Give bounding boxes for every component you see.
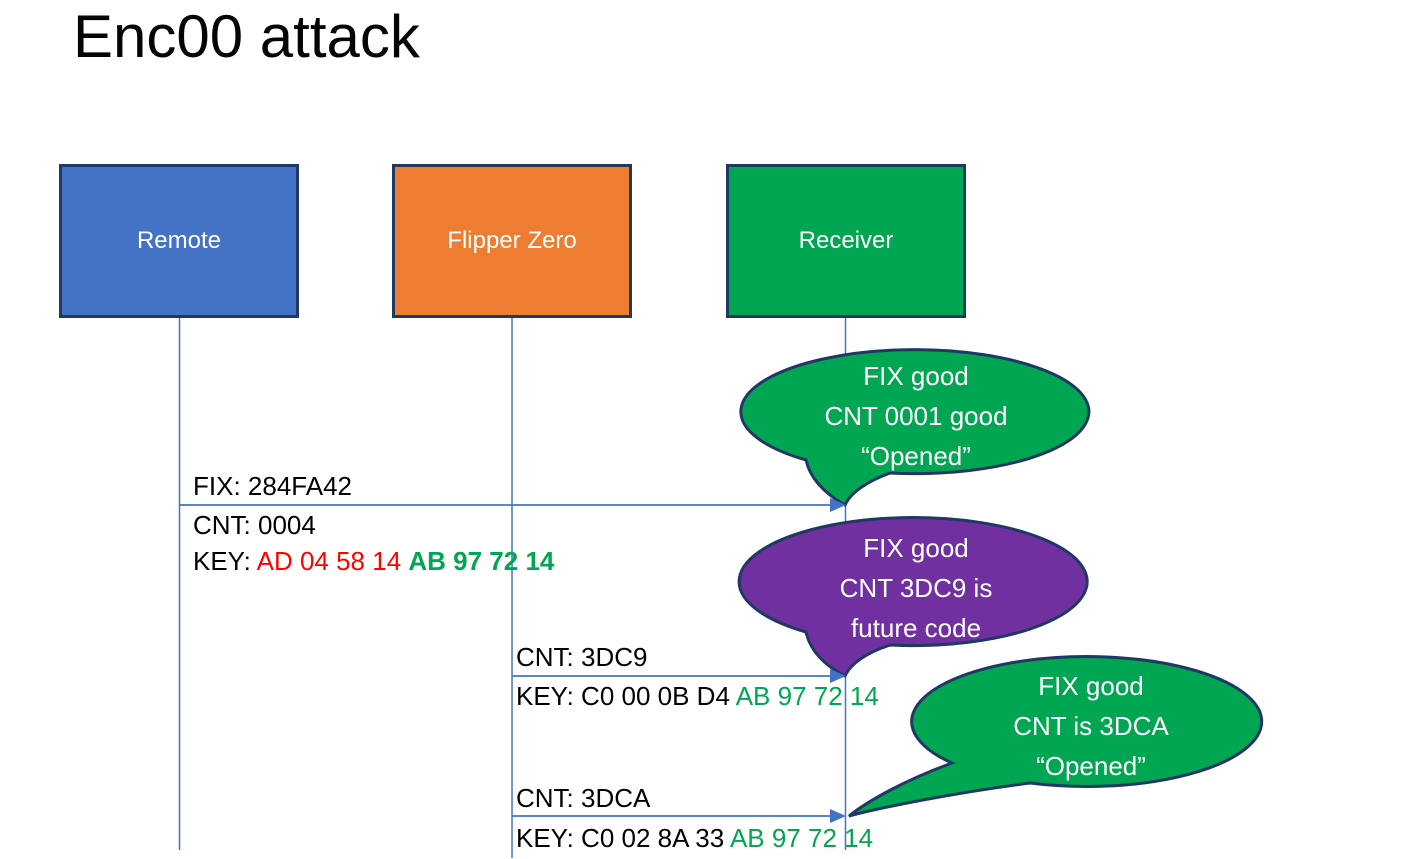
message-arrow-3-head — [830, 809, 846, 823]
message-1-fix: FIX: 284FA42 — [193, 471, 352, 501]
message-3-cnt: CNT: 3DCA — [516, 783, 651, 813]
actor-label-flipper-zero: Flipper Zero — [447, 227, 577, 254]
message-3-key-green-bytes: AB 97 72 14 — [729, 823, 874, 853]
message-2-cnt: CNT: 3DC9 — [516, 642, 648, 672]
callout-3-line-3: “Opened” — [1036, 751, 1146, 781]
message-2-key: KEY: C0 00 0B D4 AB 97 72 14 — [516, 680, 879, 712]
actor-box-remote: Remote — [59, 164, 299, 318]
actor-box-receiver: Receiver — [726, 164, 966, 318]
callout-2-text: FIX good CNT 3DC9 is future code — [746, 528, 1086, 648]
actor-label-remote: Remote — [136, 227, 222, 254]
callout-3-line-1: FIX good — [1038, 671, 1144, 701]
message-3-key: KEY: C0 02 8A 33 AB 97 72 14 — [516, 822, 873, 854]
message-1-key: KEY: AD 04 58 14 AB 97 72 14 — [193, 545, 554, 577]
callout-1-line-2: CNT 0001 good — [824, 401, 1008, 431]
message-3-key-label: KEY: — [516, 823, 582, 853]
message-1-cnt: CNT: 0004 — [193, 510, 316, 540]
message-2-key-green-bytes: AB 97 72 14 — [735, 681, 879, 711]
callout-3-text: FIX good CNT is 3DCA “Opened” — [921, 666, 1261, 786]
callout-bubble-1 — [739, 348, 1091, 508]
message-arrow-2-head — [830, 669, 846, 683]
actor-box-flipper-zero: Flipper Zero — [392, 164, 632, 318]
callout-2-line-1: FIX good — [863, 533, 969, 563]
callout-1-line-1: FIX good — [863, 361, 969, 391]
actor-label-receiver: Receiver — [798, 227, 894, 254]
callout-bubble-3 — [848, 655, 1264, 818]
message-1-key-green-bytes: AB 97 72 14 — [408, 546, 555, 576]
message-1-key-red-bytes: AD 04 58 14 — [256, 546, 409, 576]
message-arrow-1-head — [830, 498, 846, 512]
message-2-key-label: KEY: — [516, 681, 582, 711]
callout-3-line-2: CNT is 3DCA — [1013, 711, 1169, 741]
message-2-key-black-bytes: C0 00 0B D4 — [581, 681, 736, 711]
callout-1-text: FIX good CNT 0001 good “Opened” — [746, 356, 1086, 476]
callout-1-line-3: “Opened” — [861, 441, 971, 471]
page-title: Enc00 attack — [73, 3, 420, 70]
message-1-key-label: KEY: — [193, 546, 257, 576]
callout-bubble-2 — [737, 516, 1089, 679]
callout-2-line-2: CNT 3DC9 is — [839, 573, 993, 603]
callout-2-line-3: future code — [850, 613, 982, 643]
message-3-key-black-bytes: C0 02 8A 33 — [581, 823, 730, 853]
